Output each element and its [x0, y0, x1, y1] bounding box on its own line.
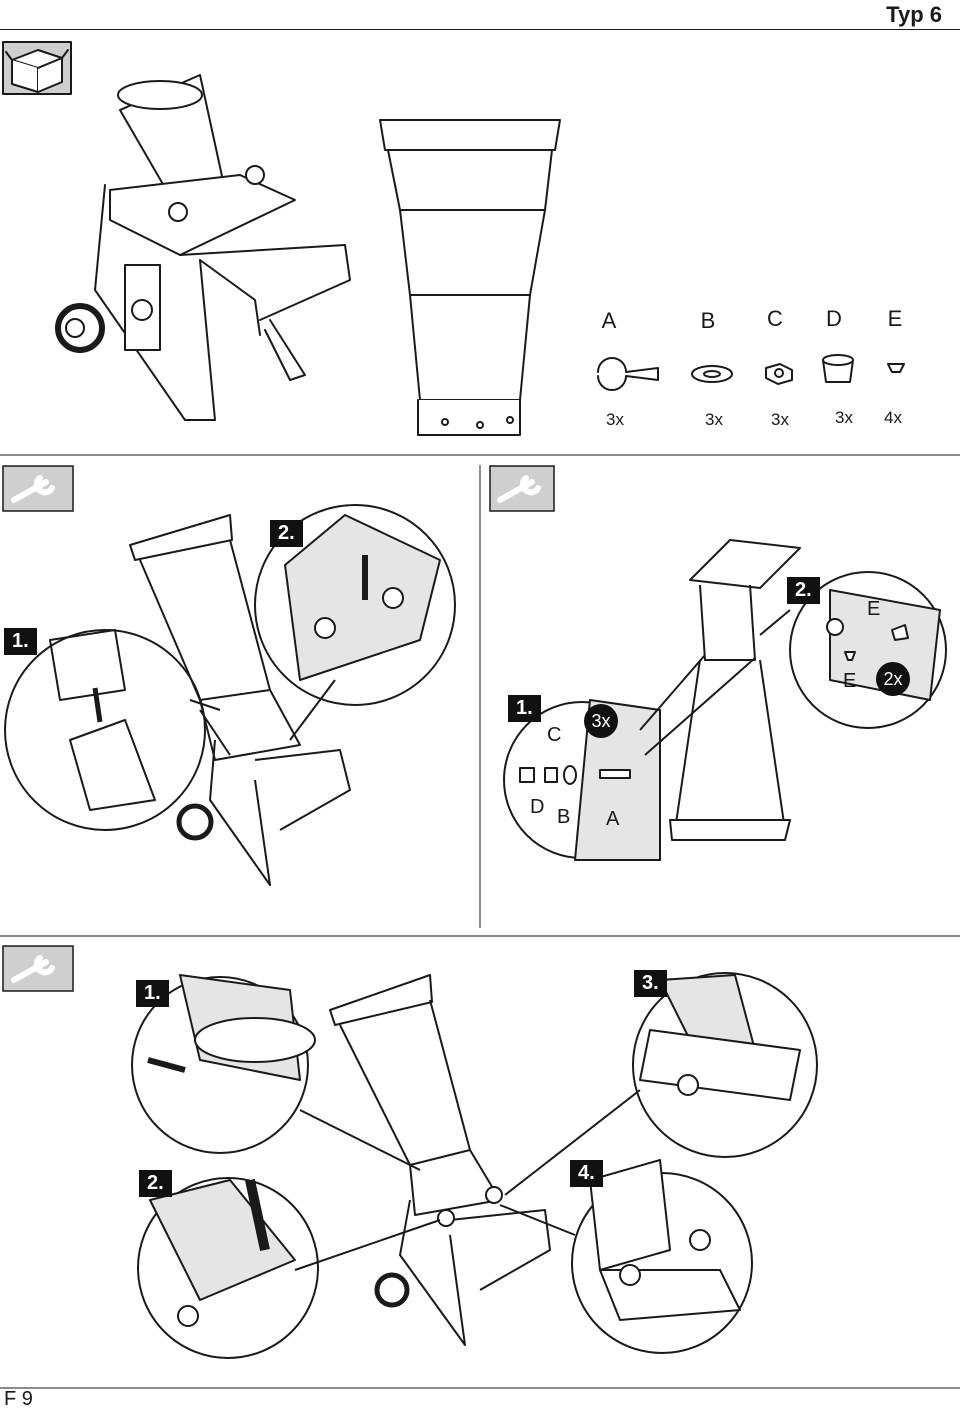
part-qty-b: 3x	[705, 410, 723, 429]
part-label-e: E	[887, 306, 903, 331]
header-rule	[0, 29, 960, 30]
shredder-top	[55, 74, 351, 421]
left-step-1: 1.	[4, 628, 37, 655]
bottom-step-4: 4.	[570, 1160, 603, 1187]
right-label-c: C	[547, 724, 562, 746]
part-qty-d: 3x	[835, 408, 853, 427]
right-label-b: B	[557, 806, 571, 828]
part-qty-a: 3x	[606, 410, 624, 429]
right-qty-badge-main: 3x	[584, 704, 618, 738]
part-label-b: B	[700, 308, 716, 333]
page-title: Typ 6	[886, 2, 942, 27]
right-qty-badge-detail: 2x	[876, 662, 910, 696]
parts-row	[597, 354, 905, 391]
funnel-top	[379, 119, 561, 436]
right-step-2: 2.	[787, 577, 820, 604]
panel-bottom-art	[131, 972, 818, 1359]
bottom-step-1: 1.	[136, 980, 169, 1007]
left-step-2: 2.	[270, 520, 303, 547]
part-qty-e: 4x	[884, 408, 902, 427]
right-label-e-bottom: E	[843, 670, 857, 692]
right-label-a: A	[606, 808, 620, 830]
part-qty-c: 3x	[771, 410, 789, 429]
box-icon	[2, 41, 72, 95]
page-number: F 9	[4, 1388, 33, 1410]
right-label-e-top: E	[867, 598, 881, 620]
part-label-c: C	[767, 306, 783, 331]
part-label-a: A	[601, 308, 617, 333]
part-label-d: D	[826, 306, 842, 331]
bottom-step-3: 3.	[634, 970, 667, 997]
right-label-d: D	[530, 796, 545, 818]
panel-right-art	[503, 539, 947, 861]
bottom-step-2: 2.	[139, 1170, 172, 1197]
right-step-1: 1.	[508, 695, 541, 722]
panel-left-art	[4, 504, 456, 886]
